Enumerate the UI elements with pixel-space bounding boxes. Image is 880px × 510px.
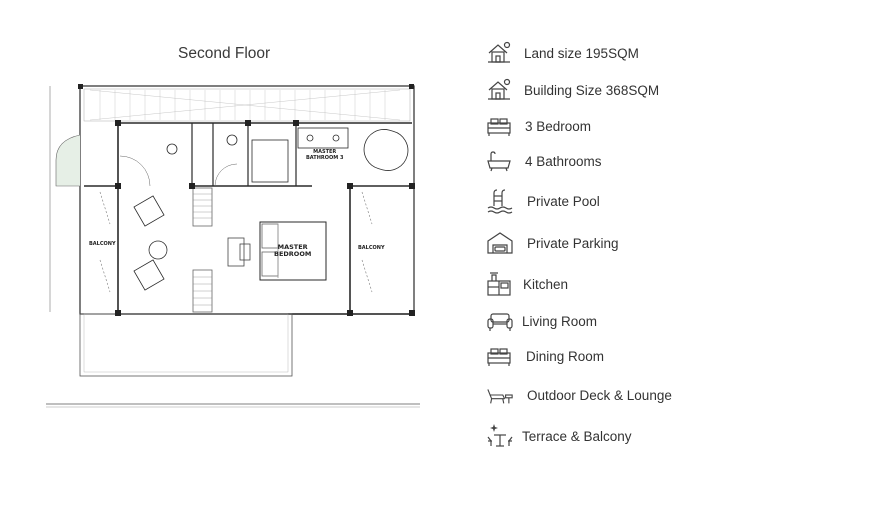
feature-item-pool: Private Pool <box>486 188 600 214</box>
room-label-balcony-left: BALCONY <box>89 241 116 247</box>
feature-item-land-size: Land size 195SQM <box>486 40 639 66</box>
lounge-chair-icon <box>486 382 514 408</box>
garage-icon <box>486 230 514 256</box>
room-label-master-bathroom: MASTER BATHROOM 3 <box>306 149 344 161</box>
feature-item-outdoor-deck: Outdoor Deck & Lounge <box>486 382 672 408</box>
kitchen-icon <box>486 271 514 297</box>
feature-item-building-size: Building Size 368SQM <box>486 77 659 103</box>
feature-item-kitchen: Kitchen <box>486 271 568 297</box>
feature-label: Private Pool <box>527 193 600 209</box>
feature-item-living-room: Living Room <box>486 308 597 334</box>
pool-ladder-icon <box>486 188 514 214</box>
feature-label: Building Size 368SQM <box>524 82 660 98</box>
feature-item-terrace: Terrace & Balcony <box>486 423 632 449</box>
sofa-icon <box>486 308 514 334</box>
feature-label: 4 Bathrooms <box>525 153 602 169</box>
room-label-master-bedroom: MASTER BEDROOM <box>274 243 312 259</box>
feature-label: Kitchen <box>523 276 569 292</box>
feature-label: Terrace & Balcony <box>522 428 632 444</box>
feature-label: Land size 195SQM <box>524 45 639 61</box>
terrace-table-icon <box>486 423 514 449</box>
room-label-balcony-right: BALCONY <box>358 245 385 251</box>
feature-item-bedrooms: 3 Bedroom <box>486 113 591 139</box>
feature-item-dining-room: Dining Room <box>486 343 604 369</box>
feature-label: Living Room <box>522 313 598 329</box>
floor-plan-drawing <box>46 84 420 408</box>
bed-icon <box>486 343 514 369</box>
feature-label: Dining Room <box>526 348 605 364</box>
house-icon <box>486 40 514 66</box>
house-icon <box>486 77 514 103</box>
feature-item-bathrooms: 4 Bathrooms <box>486 148 602 174</box>
feature-label: 3 Bedroom <box>525 118 592 134</box>
feature-label: Outdoor Deck & Lounge <box>527 387 672 403</box>
feature-item-parking: Private Parking <box>486 230 619 256</box>
feature-label: Private Parking <box>527 235 619 251</box>
bathtub-icon <box>486 148 514 174</box>
bed-icon <box>486 113 514 139</box>
floor-plan-title: Second Floor <box>178 45 271 62</box>
